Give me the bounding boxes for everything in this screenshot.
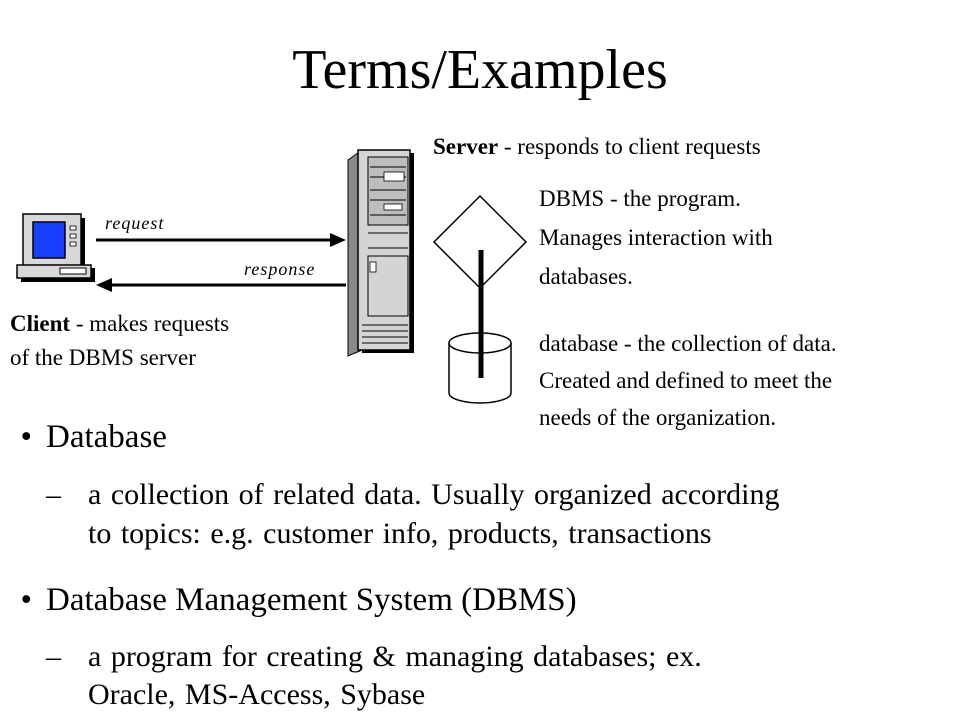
slide-title: Terms/Examples — [292, 39, 668, 101]
dbms-desc-line3: databases. — [539, 264, 633, 289]
server-label: Server - responds to client requests — [433, 132, 761, 162]
sub-line: Oracle, MS-Access, Sybase — [88, 678, 426, 711]
sub-line: a collection of related data. Usually or… — [88, 478, 780, 511]
bullet-dbms-sub: –a program for creating & managing datab… — [46, 638, 702, 675]
sub-dash-icon: – — [46, 478, 61, 511]
bullet-heading: Database Management System (DBMS) — [46, 582, 577, 618]
request-arrow — [96, 233, 346, 247]
server-desc: - responds to client requests — [498, 134, 761, 159]
sub-dash-icon: – — [46, 640, 61, 673]
bullet-dbms: • Database Management System (DBMS) — [4, 581, 577, 619]
response-label: response — [244, 259, 316, 279]
database-desc-line2: Created and defined to meet the — [539, 368, 833, 393]
response-arrow — [96, 278, 346, 292]
sub-line: a program for creating & managing databa… — [88, 640, 702, 673]
database-desc-line3: needs of the organization. — [539, 405, 777, 430]
bullet-dot-icon: • — [4, 582, 33, 618]
database-desc-line1: database - the collection of data. — [539, 331, 837, 356]
client-label: Client - makes requests — [10, 309, 229, 339]
client-desc-line1: - makes requests — [70, 311, 230, 336]
dbms-desc-line1: DBMS - the program. — [539, 186, 741, 211]
server-tower-icon — [347, 149, 414, 357]
bullet-heading: Database — [46, 419, 167, 455]
request-label: request — [105, 213, 165, 233]
client-computer-icon — [16, 213, 95, 282]
sub-line: to topics: e.g. customer info, products,… — [88, 517, 712, 550]
dbms-desc-line2: Manages interaction with — [539, 225, 773, 250]
bullet-database-sub: –a collection of related data. Usually o… — [46, 476, 780, 513]
server-name: Server — [433, 134, 499, 159]
bullet-database: • Database — [4, 418, 167, 456]
client-desc-line2: of the DBMS server — [10, 345, 196, 370]
bullet-dot-icon: • — [4, 419, 33, 455]
client-name: Client — [10, 311, 71, 336]
